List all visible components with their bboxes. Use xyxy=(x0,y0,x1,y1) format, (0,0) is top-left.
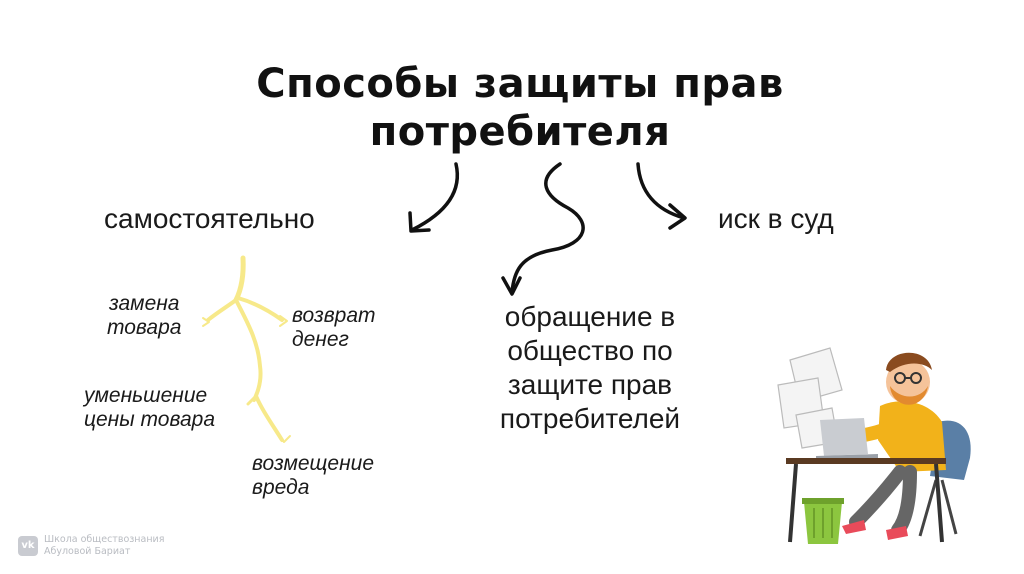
method-compensation: возмещение вреда xyxy=(252,452,374,500)
person-at-desk-illustration xyxy=(777,347,971,544)
method-line: вреда xyxy=(252,476,310,499)
vk-icon: vk xyxy=(18,536,38,556)
method-line: возврат xyxy=(292,304,376,327)
method-line: денег xyxy=(292,328,349,351)
arrow-to-court xyxy=(636,162,686,220)
method-line: замена xyxy=(108,292,180,315)
arrow-to-society-head xyxy=(501,276,522,296)
arrow-to-self xyxy=(410,162,459,232)
branch-court: иск в суд xyxy=(718,203,834,234)
title-line-2: потребителя xyxy=(369,109,671,155)
watermark-line-2: Абуловой Бариат xyxy=(44,546,131,557)
society-line: обращение в xyxy=(504,301,676,332)
arrow-to-self-head xyxy=(408,211,431,233)
arrow-to-court-head xyxy=(668,203,687,230)
watermark: vk Школа обществознания Абуловой Бариат xyxy=(18,534,164,558)
society-line: защите прав xyxy=(507,369,673,400)
society-line: потребителей xyxy=(499,403,681,434)
page-title: Способы защиты прав потребителя xyxy=(200,60,840,156)
method-refund: возврат денег xyxy=(292,304,376,352)
method-line: возмещение xyxy=(252,452,375,475)
branch-society: обращение в общество по защите прав потр… xyxy=(470,300,710,436)
method-line: уменьшение xyxy=(84,384,208,407)
method-line: цены товара xyxy=(84,408,216,431)
method-replacement: замена товара xyxy=(107,292,181,340)
method-price-reduction: уменьшение цены товара xyxy=(84,384,215,432)
watermark-text: Школа обществознания Абуловой Бариат xyxy=(44,534,164,558)
branch-self: самостоятельно xyxy=(104,203,315,234)
methods-tree xyxy=(202,255,291,443)
watermark-line-1: Школа обществознания xyxy=(44,534,165,545)
arrow-to-society xyxy=(510,162,585,294)
method-line: товара xyxy=(107,316,182,339)
society-line: общество по xyxy=(507,335,673,366)
title-line-1: Способы защиты прав xyxy=(256,61,784,107)
